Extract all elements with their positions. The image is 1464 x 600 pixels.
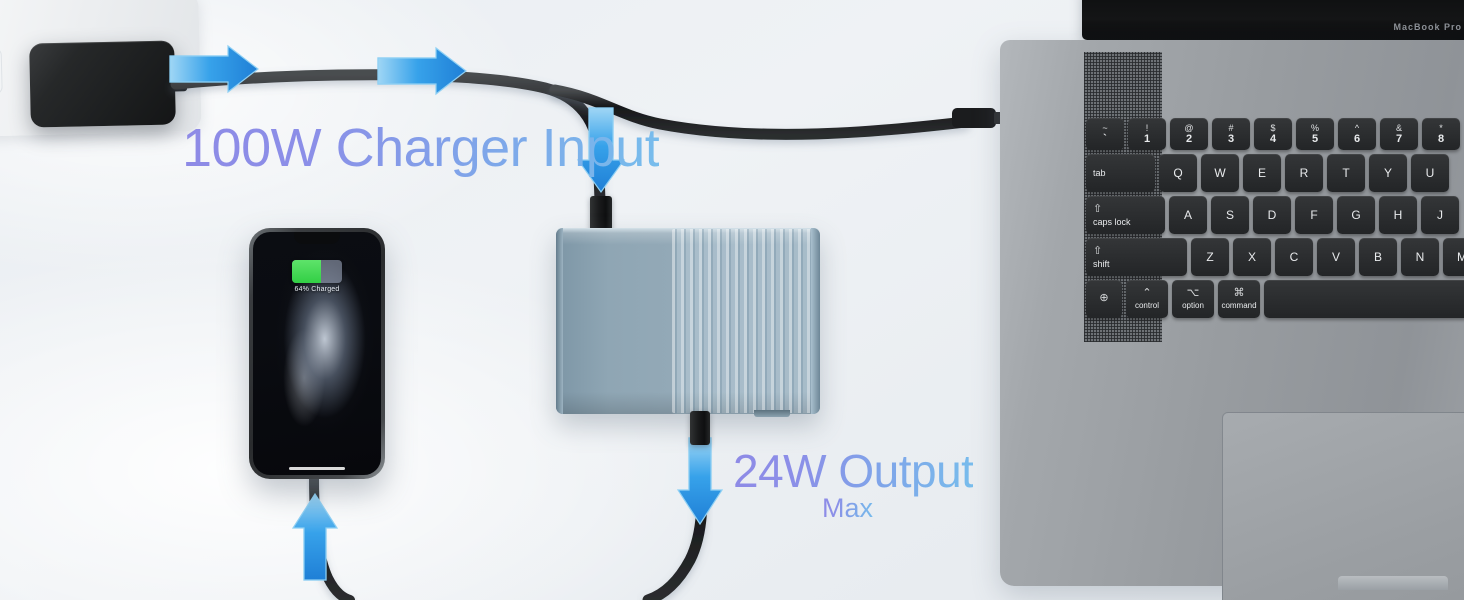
- key-tilde[interactable]: ~`: [1086, 118, 1124, 150]
- key-s[interactable]: S: [1211, 196, 1249, 234]
- key-control[interactable]: ⌃ control: [1126, 280, 1168, 318]
- arrow-charger-cable-2: [377, 46, 467, 96]
- arrow-phone-input: [291, 492, 339, 581]
- arrow-hub-output: [676, 437, 724, 526]
- key-j[interactable]: J: [1421, 196, 1459, 234]
- battery-fill: [292, 260, 321, 283]
- usbc-connector-macbook: [952, 108, 1004, 128]
- key-t[interactable]: T: [1327, 154, 1365, 192]
- key-y[interactable]: Y: [1369, 154, 1407, 192]
- output-power-label: 24W Output: [733, 445, 974, 497]
- usb-c-hub: [556, 228, 820, 417]
- macbook-pro: MacBook Pro ~` !1 @2 #3 $4 %5 ^6 &7 *8 t…: [1000, 0, 1464, 600]
- key-5[interactable]: %5: [1296, 118, 1334, 150]
- key-h[interactable]: H: [1379, 196, 1417, 234]
- key-c[interactable]: C: [1275, 238, 1313, 276]
- key-2[interactable]: @2: [1170, 118, 1208, 150]
- charging-indicator: 64% Charged: [292, 260, 342, 293]
- key-f[interactable]: F: [1295, 196, 1333, 234]
- macbook-base: ~` !1 @2 #3 $4 %5 ^6 &7 *8 tab Q W E R T: [1000, 40, 1464, 600]
- hub-right-edge: [811, 228, 820, 414]
- iphone-screen: 64% Charged: [253, 232, 381, 475]
- shift-icon: ⇧: [1093, 244, 1103, 257]
- key-option[interactable]: ⌥ option: [1172, 280, 1214, 318]
- key-8[interactable]: *8: [1422, 118, 1460, 150]
- key-w[interactable]: W: [1201, 154, 1239, 192]
- key-g[interactable]: G: [1337, 196, 1375, 234]
- hub-top-highlight: [556, 228, 820, 233]
- control-icon: ⌃: [1142, 287, 1152, 299]
- option-icon: ⌥: [1186, 287, 1200, 299]
- key-x[interactable]: X: [1233, 238, 1271, 276]
- key-q[interactable]: Q: [1159, 154, 1197, 192]
- battery-icon: [292, 260, 342, 283]
- key-d[interactable]: D: [1253, 196, 1291, 234]
- key-1[interactable]: !1: [1128, 118, 1166, 150]
- key-e[interactable]: E: [1243, 154, 1281, 192]
- key-4[interactable]: $4: [1254, 118, 1292, 150]
- iphone-notch: [294, 232, 340, 244]
- macbook-lid-bottom: [1082, 0, 1464, 40]
- keyboard-row-qwerty: tab Q W E R T Y U: [1086, 154, 1464, 192]
- key-6[interactable]: ^6: [1338, 118, 1376, 150]
- globe-icon: ⊕: [1099, 291, 1109, 304]
- macbook-brand-label: MacBook Pro: [1393, 22, 1462, 32]
- output-max-sublabel: Max: [822, 493, 874, 523]
- caps-lock-icon: ⇧: [1093, 202, 1103, 215]
- macbook-front-notch: [1338, 576, 1448, 590]
- key-b[interactable]: B: [1359, 238, 1397, 276]
- key-m[interactable]: M: [1443, 238, 1464, 276]
- key-caps-lock[interactable]: ⇧ caps lock: [1086, 196, 1165, 234]
- usbc-plug-hub-output: [690, 411, 710, 445]
- key-space[interactable]: [1264, 280, 1464, 318]
- hub-side-port: [754, 410, 790, 417]
- keyboard-row-home: ⇧ caps lock A S D F G H J: [1086, 196, 1464, 234]
- key-a[interactable]: A: [1169, 196, 1207, 234]
- key-r[interactable]: R: [1285, 154, 1323, 192]
- key-shift[interactable]: ⇧ shift: [1086, 238, 1187, 276]
- key-3[interactable]: #3: [1212, 118, 1250, 150]
- key-tab[interactable]: tab: [1086, 154, 1155, 192]
- key-u[interactable]: U: [1411, 154, 1449, 192]
- power-adapter-brick: [29, 40, 176, 128]
- macbook-keyboard[interactable]: ~` !1 @2 #3 $4 %5 ^6 &7 *8 tab Q W E R T: [1086, 118, 1464, 322]
- hub-heatsink-fins: [672, 229, 812, 413]
- key-z[interactable]: Z: [1191, 238, 1229, 276]
- key-n[interactable]: N: [1401, 238, 1439, 276]
- key-command[interactable]: ⌘ command: [1218, 280, 1260, 318]
- iphone: 64% Charged: [249, 228, 385, 479]
- macbook-trackpad[interactable]: [1222, 412, 1464, 600]
- keyboard-row-numbers: ~` !1 @2 #3 $4 %5 ^6 &7 *8: [1086, 118, 1464, 150]
- key-v[interactable]: V: [1317, 238, 1355, 276]
- hub-left-edge: [556, 228, 563, 414]
- charger-input-label: 100W Charger Input: [182, 118, 660, 178]
- iphone-home-indicator: [289, 467, 345, 470]
- key-7[interactable]: &7: [1380, 118, 1418, 150]
- keyboard-row-modifiers: ⊕ ⌃ control ⌥ option ⌘ command: [1086, 280, 1464, 318]
- battery-percent-label: 64% Charged: [294, 286, 340, 293]
- key-globe[interactable]: ⊕: [1086, 280, 1122, 318]
- keyboard-row-bottom-letters: ⇧ shift Z X C V B N M: [1086, 238, 1464, 276]
- usbc-plug-hub-input: [590, 196, 612, 234]
- command-icon: ⌘: [1233, 287, 1245, 299]
